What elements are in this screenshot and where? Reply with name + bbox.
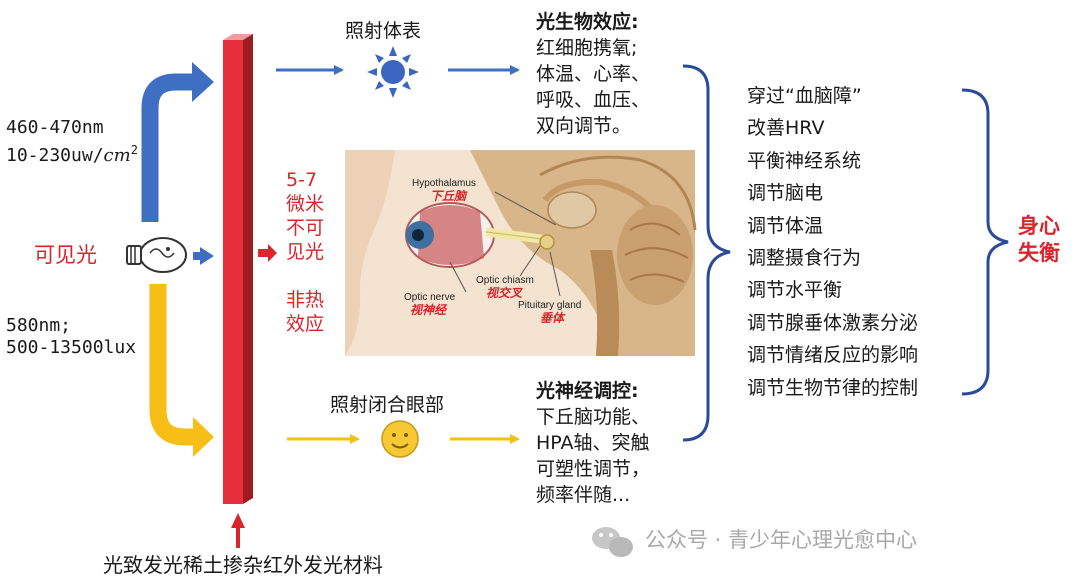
result-line: 身心 bbox=[1018, 214, 1060, 238]
neuromodulation-line: HPA轴、突触 bbox=[536, 432, 650, 454]
optic-nerve-en: Optic nerve bbox=[404, 292, 456, 303]
light-bulb-icon bbox=[126, 237, 187, 273]
effects-list: 穿过“血脑障” 改善HRV 平衡神经系统 调节脑电 调节体温 调整摄食行为 调节… bbox=[747, 80, 918, 404]
eye-irradiation-label: 照射闭合眼部 bbox=[330, 394, 445, 416]
photobiology-line: 红细胞携氧; bbox=[536, 37, 638, 59]
blue-unit: cm bbox=[103, 145, 131, 166]
pituitary-cn: 垂体 bbox=[540, 311, 565, 325]
effect-item: 调节脑电 bbox=[747, 182, 824, 205]
optic-chiasm-en: Optic chiasm bbox=[476, 275, 534, 286]
effect-item: 调节情绪反应的影响 bbox=[747, 344, 919, 367]
bar-emission-arrow bbox=[258, 244, 277, 262]
pituitary-en: Pituitary gland bbox=[518, 300, 582, 311]
mid-line: 微米 bbox=[286, 193, 325, 215]
surface-irradiation-label: 照射体表 bbox=[345, 20, 422, 42]
imbalance-result: 身心 失衡 bbox=[1018, 213, 1060, 267]
effect-item: 穿过“血脑障” bbox=[747, 85, 862, 107]
optic-nerve-cn: 视神经 bbox=[410, 303, 447, 317]
blue-unit-exponent: 2 bbox=[130, 143, 138, 157]
blue-wavelength: 460-470nm bbox=[6, 117, 104, 138]
effect-item: 平衡神经系统 bbox=[747, 149, 862, 172]
photobiology-line: 体温、心率、 bbox=[536, 63, 651, 85]
mid-line: 不可 bbox=[286, 217, 325, 239]
neuromodulation-line: 可塑性调节， bbox=[536, 458, 651, 480]
material-pointer-arrow bbox=[231, 513, 245, 548]
result-line: 失衡 bbox=[1018, 241, 1060, 265]
optic-nerve-label: Optic nerve 视神经 bbox=[404, 292, 455, 316]
neuromodulation-line: 频率伴随... bbox=[536, 484, 631, 506]
yellow-light-arrow bbox=[149, 284, 214, 457]
effect-item: 调节体温 bbox=[747, 214, 824, 237]
photobiology-block: 光生物效应: 红细胞携氧; 体温、心率、 呼吸、血压、 双向调节。 bbox=[536, 9, 650, 139]
smiley-face-icon bbox=[381, 420, 419, 458]
yellow-wavelength: 580nm; bbox=[6, 315, 72, 336]
pituitary-label: Pituitary gland 垂体 bbox=[518, 300, 581, 324]
bulb-to-bar-arrow bbox=[193, 247, 214, 265]
effect-item: 调节生物节律的控制 bbox=[747, 376, 919, 399]
effect-item: 调整摄食行为 bbox=[747, 247, 862, 270]
visible-light-label: 可见光 bbox=[34, 243, 97, 267]
blue-irradiance: 10-230uw/cm2 bbox=[6, 143, 138, 166]
photobiology-title: 光生物效应: bbox=[536, 11, 639, 33]
nonthermal-line: 非热 bbox=[286, 289, 325, 311]
yellow-illuminance: 500-13500lux bbox=[6, 337, 137, 358]
photobiology-line: 呼吸、血压、 bbox=[536, 89, 651, 111]
nonthermal-note: 非热 效应 bbox=[286, 288, 324, 336]
infrared-wavelength-note: 5-7 微米 不可 见光 bbox=[286, 168, 324, 264]
wechat-icon bbox=[592, 527, 633, 557]
material-caption: 光致发光稀土掺杂红外发光材料 bbox=[103, 553, 383, 577]
mid-line: 见光 bbox=[286, 241, 325, 263]
blue-light-spec: 460-470nm 10-230uw/cm2 bbox=[6, 117, 138, 167]
effect-item: 调节水平衡 bbox=[747, 279, 843, 302]
hypothalamus-en: Hypothalamus bbox=[412, 178, 476, 189]
neuromodulation-block: 光神经调控: 下丘脑功能、 HPA轴、突触 可塑性调节， 频率伴随... bbox=[536, 378, 650, 508]
photobiology-line: 双向调节。 bbox=[536, 115, 632, 137]
right-brace bbox=[961, 88, 1009, 396]
neuromodulation-title: 光神经调控: bbox=[536, 380, 639, 402]
hypothalamus-label: Hypothalamus 下丘脑 bbox=[412, 178, 476, 202]
brain-anatomy-illustration bbox=[345, 150, 697, 356]
hypothalamus-cn: 下丘脑 bbox=[430, 189, 467, 203]
effect-item: 改善HRV bbox=[747, 117, 825, 140]
watermark: 公众号 · 青少年心理光愈中心 bbox=[645, 528, 918, 552]
infrared-material-bar bbox=[223, 34, 253, 504]
mid-line: 5-7 bbox=[286, 169, 318, 191]
effect-item: 调节腺垂体激素分泌 bbox=[747, 311, 919, 334]
blue-light-arrow bbox=[141, 62, 214, 222]
optic-chiasm-label: Optic chiasm 视交叉 bbox=[476, 275, 534, 299]
left-brace bbox=[682, 64, 731, 442]
optic-chiasm-cn: 视交叉 bbox=[486, 286, 523, 300]
sun-icon bbox=[367, 46, 419, 98]
neuromodulation-line: 下丘脑功能、 bbox=[536, 406, 651, 428]
nonthermal-line: 效应 bbox=[286, 313, 325, 335]
yellow-light-spec: 580nm; 500-13500lux bbox=[6, 315, 136, 359]
